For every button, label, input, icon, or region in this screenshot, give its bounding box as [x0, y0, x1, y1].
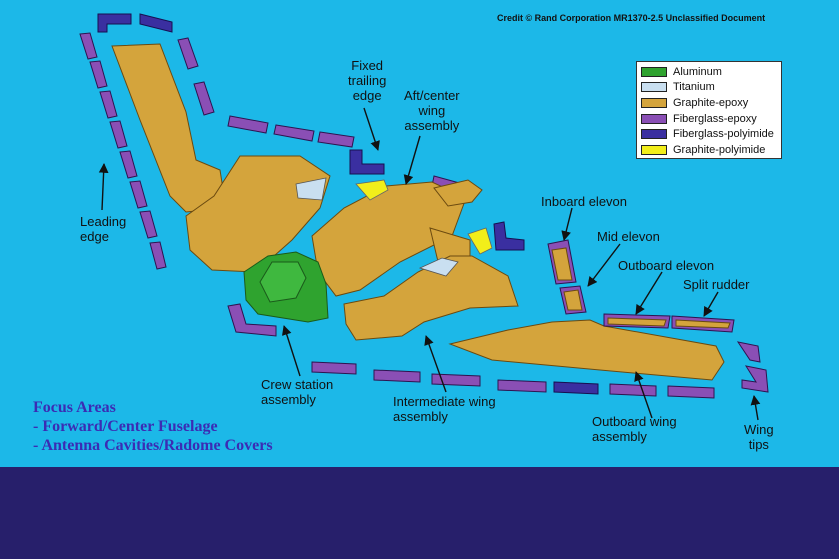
label-line: tips	[748, 437, 769, 452]
label-leading-edge: Leading edge	[80, 214, 126, 244]
label-inboard-elevon: Inboard elevon	[541, 194, 628, 209]
legend-swatch	[641, 82, 667, 93]
legend-label: Fiberglass-polyimide	[673, 128, 774, 141]
label-intermediate-wing-assembly: Intermediate wing assembly	[393, 394, 496, 424]
label-line: Crew station	[261, 377, 334, 392]
left-wing-titanium-insert	[295, 177, 327, 201]
crew-station-canopy	[259, 261, 307, 303]
legend-swatch	[641, 113, 667, 124]
focus-area-item: - Forward/Center Fuselage	[33, 418, 218, 435]
label-line: assembly	[393, 409, 448, 424]
legend-item-fiberglass-epoxy: Fiberglass-epoxy	[641, 111, 781, 127]
label-line: assembly	[261, 392, 316, 407]
focus-area-item: - Antenna Cavities/Radome Covers	[33, 437, 273, 454]
label-line: edge	[80, 229, 109, 244]
label-line: assembly	[404, 118, 460, 133]
label-line: Leading	[80, 214, 127, 229]
legend-label: Fiberglass-epoxy	[673, 112, 757, 125]
aft-center-wing-element	[433, 179, 483, 207]
label-split-rudder: Split rudder	[683, 277, 750, 292]
label-outboard-wing-assembly: Outboard wing assembly	[592, 414, 677, 444]
legend-item-fiberglass-polyimide: Fiberglass-polyimide	[641, 126, 781, 142]
footer-band	[0, 467, 839, 559]
credit-text: Credit © Rand Corporation MR1370-2.5 Unc…	[497, 13, 766, 23]
legend-label: Graphite-polyimide	[673, 143, 766, 156]
wing-tip-upper	[736, 341, 761, 363]
legend-item-graphite-polyimide: Graphite-polyimide	[641, 142, 781, 158]
legend-label: Graphite-epoxy	[673, 96, 749, 109]
legend-item-titanium: Titanium	[641, 80, 781, 96]
label-aft-center-wing-assembly: Aft/center wing assembly	[404, 88, 460, 133]
focus-areas: Focus Areas - Forward/Center Fuselage - …	[33, 398, 273, 455]
label-mid-elevon: Mid elevon	[597, 229, 660, 244]
label-line: Fixed	[351, 58, 384, 73]
legend-swatch	[641, 66, 667, 77]
wing-tip-lower	[741, 365, 769, 393]
legend-swatch	[641, 129, 667, 140]
legend-item-graphite-epoxy: Graphite-epoxy	[641, 95, 781, 111]
label-line: wing	[418, 103, 446, 118]
intermediate-wing-assembly	[343, 255, 519, 341]
fixed-trailing-edge-yellow	[355, 179, 389, 201]
legend-label: Aluminum	[673, 65, 722, 78]
label-line: assembly	[592, 429, 647, 444]
label-line: Wing	[744, 422, 774, 437]
left-wing-panel	[185, 155, 331, 273]
label-crew-station-assembly: Crew station assembly	[261, 377, 333, 407]
materials-legend: Aluminum Titanium Graphite-epoxy Fibergl…	[636, 61, 782, 159]
legend-label: Titanium	[673, 81, 715, 94]
label-line: Aft/center	[404, 88, 460, 103]
label-line: trailing	[348, 73, 387, 88]
leading-edge-corner-piece	[97, 13, 132, 33]
leading-edge-top-segment	[139, 13, 173, 33]
exploded-airframe-diagram: .ge { fill:#d4a43c; stroke:#6b4a10; stro…	[79, 13, 769, 421]
label-outboard-elevon: Outboard elevon	[618, 258, 715, 273]
legend-item-aluminum: Aluminum	[641, 64, 781, 80]
label-line: edge	[352, 88, 382, 103]
label-line: Intermediate wing	[393, 394, 496, 409]
intermediate-wing-titanium	[418, 257, 459, 277]
legend-swatch	[641, 97, 667, 108]
focus-areas-title: Focus Areas	[33, 399, 116, 416]
label-fixed-trailing-edge: Fixed trailing edge	[348, 58, 386, 103]
fiberglass-polyimide-piece	[493, 221, 525, 251]
label-line: Outboard wing	[592, 414, 677, 429]
fixed-trailing-edge-piece	[349, 149, 385, 175]
graphite-polyimide-piece	[467, 227, 493, 255]
label-wing-tips: Wing tips	[744, 422, 774, 452]
leading-edge-segments	[79, 32, 167, 270]
outboard-wing-assembly	[448, 319, 725, 381]
legend-swatch	[641, 144, 667, 155]
forebody-strake	[111, 43, 227, 213]
trailing-edge-segments	[227, 303, 715, 399]
